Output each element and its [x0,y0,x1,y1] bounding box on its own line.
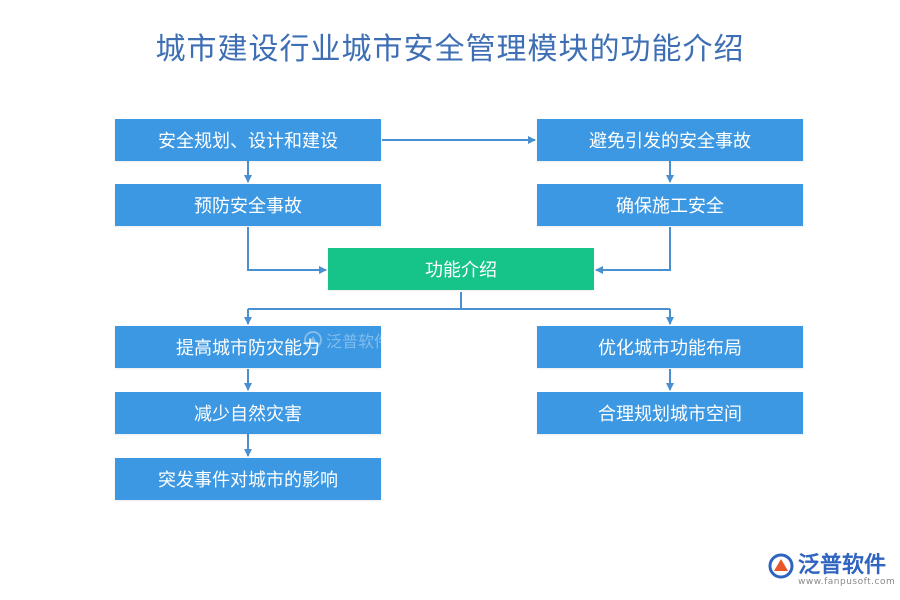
brand-logo-name: 泛普软件 [798,553,887,578]
brand-logo-icon [768,553,794,579]
node-bottom-right-2: 合理规划城市空间 [537,392,803,434]
brand-logo: 泛普软件 www.fanpusoft.com [768,553,895,587]
node-bottom-left-1: 提高城市防灾能力 [115,326,381,368]
node-mid-left: 预防安全事故 [115,184,381,226]
node-top-left: 安全规划、设计和建设 [115,119,381,161]
brand-logo-url: www.fanpusoft.com [798,577,896,587]
node-top-right: 避免引发的安全事故 [537,119,803,161]
diagram-title: 城市建设行业城市安全管理模块的功能介绍 [155,32,745,67]
connector-midright-center [595,227,671,274]
node-bottom-left-2: 减少自然灾害 [115,392,381,434]
connector-midleft-center [247,227,327,274]
watermark-logo-icon [304,331,322,349]
node-mid-right: 确保施工安全 [537,184,803,226]
node-bottom-left-3: 突发事件对城市的影响 [115,458,381,500]
watermark-center: 泛普软件 [304,328,390,352]
node-center: 功能介绍 [328,248,594,290]
node-bottom-right-1: 优化城市功能布局 [537,326,803,368]
watermark-center-name: 泛普软件 [326,332,391,351]
